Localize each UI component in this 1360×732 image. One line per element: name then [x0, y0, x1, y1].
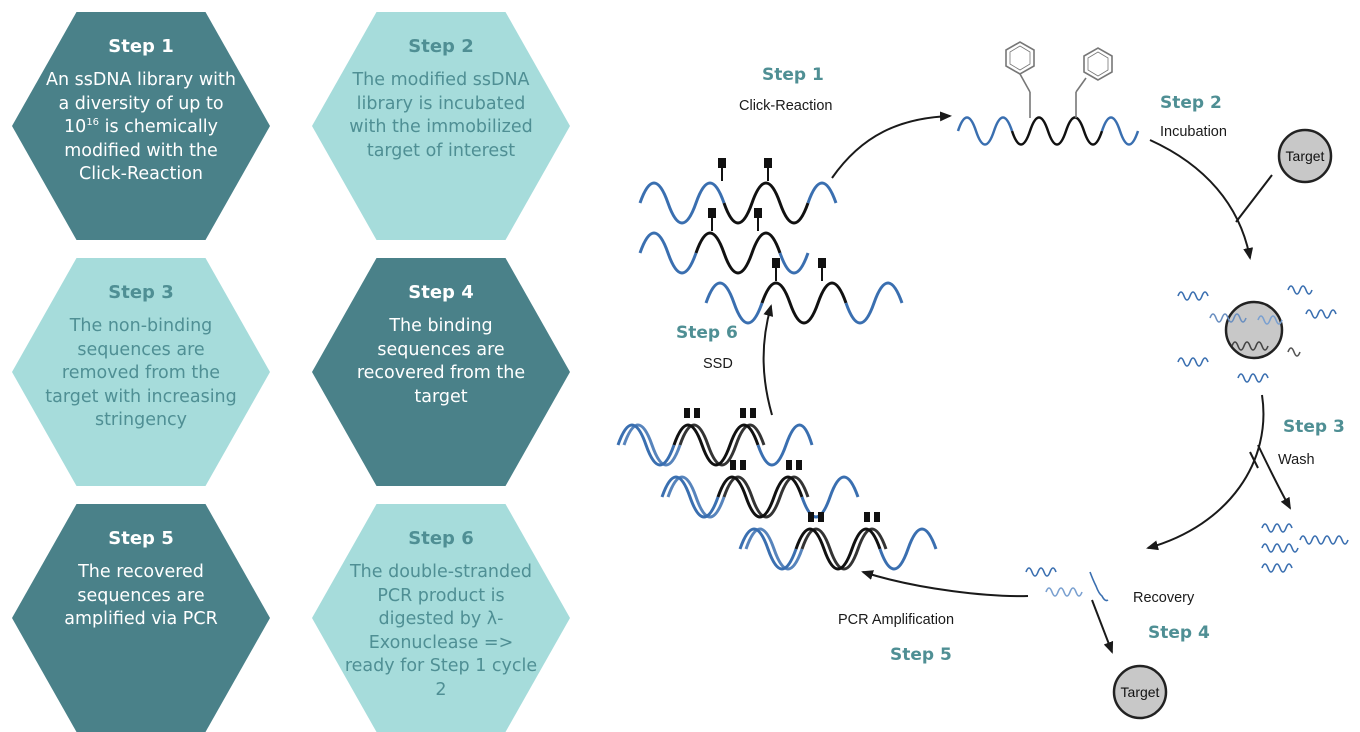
recovered-sequences [1025, 567, 1109, 602]
cycle-step2-process: Incubation [1160, 124, 1227, 140]
cycle-step5-process: PCR Amplification [838, 612, 954, 628]
arrow-step4-to-step5 [861, 570, 1029, 598]
step1-description: An ssDNA library with a diversity of up … [46, 70, 236, 184]
step4-hexagon: Step 4 The binding sequences are recover… [312, 258, 570, 486]
arrow-step2-to-step3 [1149, 139, 1254, 260]
dna-strand [638, 158, 838, 225]
pcr-product-dsdna [616, 408, 938, 571]
step6-description: The double-stranded PCR product is diges… [344, 562, 538, 700]
cycle-step6-process: SSD [703, 356, 733, 372]
arrow-step3-to-step4 [1146, 394, 1265, 551]
target-label-input: Target [1286, 148, 1325, 164]
step5-hexagon: Step 5 The recovered sequences are ampli… [12, 504, 270, 732]
dna-strand [704, 258, 904, 325]
dsdna-duplex [616, 408, 814, 467]
target-with-bound-dna [1177, 285, 1337, 383]
step2-hexagon: Step 2 The modified ssDNA library is inc… [312, 12, 570, 240]
cycle-step4-label: Step 4 [1148, 623, 1210, 643]
cycle-step1-process: Click-Reaction [739, 98, 832, 114]
modified-dna-strand [956, 41, 1140, 146]
cycle-step4-process: Recovery [1133, 590, 1195, 606]
cycle-step5-label: Step 5 [890, 645, 952, 665]
cycle-step3-process: Wash [1278, 452, 1315, 468]
arrow-wash-out [1257, 444, 1291, 510]
selex-cycle-diagram: Target Target Step 1 Click-Reaction Step… [616, 41, 1349, 720]
cycle-step3-label: Step 3 [1283, 417, 1345, 437]
step2-title: Step 2 [408, 36, 474, 57]
step6-title: Step 6 [408, 528, 474, 549]
cycle-step6-label: Step 6 [676, 323, 738, 343]
step1-hexagon: Step 1 An ssDNA library with a diversity… [12, 12, 270, 240]
washed-sequences [1261, 523, 1349, 573]
step5-description: The recovered sequences are amplified vi… [64, 562, 218, 629]
arrow-step1-to-step2 [831, 111, 952, 179]
dsdna-duplex [738, 512, 938, 571]
step3-description: The non-binding sequences are removed fr… [45, 316, 237, 430]
step4-title: Step 4 [408, 282, 474, 303]
clickable-dna-strands [638, 158, 904, 325]
target-sphere-recovered [1112, 664, 1168, 720]
step5-title: Step 5 [108, 528, 174, 549]
dsdna-duplex [660, 460, 860, 519]
target-sphere-input [1277, 128, 1333, 184]
step1-title: Step 1 [108, 36, 174, 57]
step4-description: The binding sequences are recovered from… [356, 316, 526, 407]
step2-description: The modified ssDNA library is incubated … [349, 70, 533, 161]
arrow-step6-to-step1 [762, 304, 774, 416]
wash-tick [1249, 451, 1259, 469]
dna-strand [638, 208, 810, 275]
arrow-recovery-target [1091, 599, 1114, 654]
step3-hexagon: Step 3 The non-binding sequences are rem… [12, 258, 270, 486]
cycle-step1-label: Step 1 [762, 65, 824, 85]
target-input-line [1235, 174, 1273, 223]
step3-title: Step 3 [108, 282, 174, 303]
target-label-recovered: Target [1121, 684, 1160, 700]
cycle-step2-label: Step 2 [1160, 93, 1222, 113]
step6-hexagon: Step 6 The double-stranded PCR product i… [312, 504, 570, 732]
